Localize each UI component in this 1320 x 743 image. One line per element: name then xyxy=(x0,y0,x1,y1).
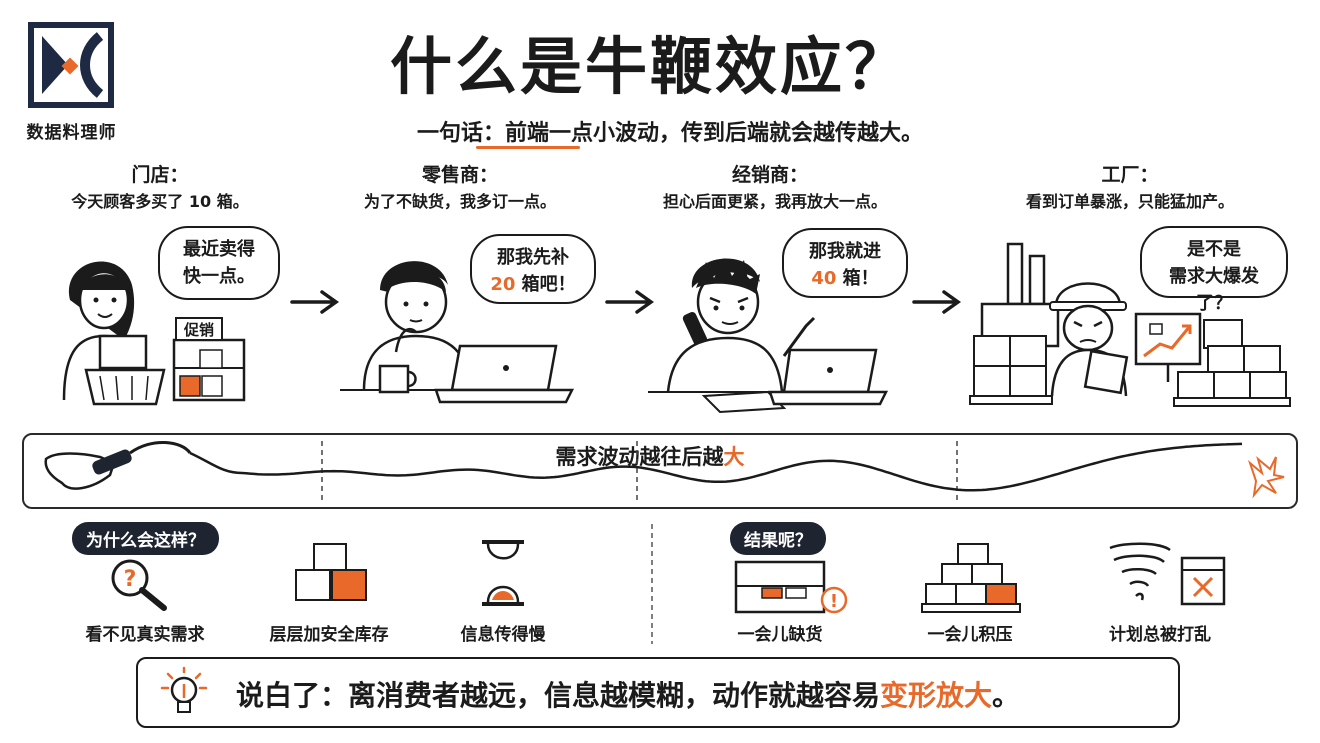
why-pill: 为什么会这样？ xyxy=(72,522,219,555)
wave-line xyxy=(189,442,1243,492)
store-bubble-line-1: 最近卖得 xyxy=(183,239,255,260)
result-item-3: 计划总被打乱 xyxy=(1109,625,1211,645)
factory-bubble-line-2: 需求大爆发了？ xyxy=(1169,266,1259,314)
empty-shelf-alert-icon: ! xyxy=(734,560,848,614)
stage-distributor-name: 经销商： xyxy=(731,164,808,186)
subtitle-highlight: 前端一点 xyxy=(504,121,593,146)
summary-emph: 变形放大 xyxy=(880,679,993,712)
stage-store-desc: 今天顾客多买了 10 箱。 xyxy=(71,192,249,211)
result-item-1: 一会儿缺货 xyxy=(737,625,823,645)
result-pill: 结果呢？ xyxy=(730,522,826,555)
store-speech-bubble: 最近卖得 快一点。 xyxy=(158,226,280,300)
why-item-1: 看不见真实需求 xyxy=(85,625,205,645)
wave-label-prefix: 需求波动越往后越 xyxy=(555,445,724,469)
store-bubble-line-2: 快一点。 xyxy=(183,266,255,287)
magnifier-question-icon: ? xyxy=(111,559,167,611)
factory-illustration xyxy=(969,242,1291,407)
stage-factory-name: 工厂： xyxy=(1101,164,1159,186)
stage-factory-desc: 看到订单暴涨，只能猛加产。 xyxy=(1025,192,1234,211)
why-item-3: 信息传得慢 xyxy=(460,625,546,645)
subtitle-prefix: 一句话： xyxy=(416,121,505,146)
distributor-speech-bubble: 那我就进 40 箱！ xyxy=(782,228,908,298)
summary-box xyxy=(136,657,1180,728)
retailer-bubble-line-1: 那我先补 xyxy=(497,247,569,268)
result-item-2: 一会儿积压 xyxy=(927,625,1013,645)
stage-distributor-desc: 担心后面更紧，我再放大一点。 xyxy=(662,192,887,211)
summary-suffix: 。 xyxy=(992,679,1021,712)
svg-text:!: ! xyxy=(830,591,838,612)
distributor-bubble-number: 40 xyxy=(811,268,837,289)
store-clerk-illustration: 促销 xyxy=(62,261,246,406)
distributor-bubble-tail: 箱！ xyxy=(836,268,879,289)
logo-mark xyxy=(28,22,114,108)
arrow-right-icon xyxy=(290,290,340,314)
wave-label: 需求波动越往后越大 xyxy=(500,441,800,471)
factory-bubble-line-1: 是不是 xyxy=(1187,239,1241,260)
arrow-right-icon xyxy=(605,290,655,314)
summary-prefix: 说白了：离消费者越远，信息越模糊，动作就越容易 xyxy=(236,679,881,712)
summary-text: 说白了：离消费者越远，信息越模糊，动作就越容易变形放大。 xyxy=(236,674,1166,714)
logo-text: 数据料理师 xyxy=(26,123,117,143)
section-divider xyxy=(651,524,653,644)
bullwhip-wave-panel xyxy=(22,433,1298,509)
stage-retailer-name: 零售商： xyxy=(421,164,498,186)
retailer-illustration xyxy=(340,261,575,404)
lightbulb-icon xyxy=(160,666,208,713)
retailer-bubble-tail: 箱吧！ xyxy=(515,274,576,295)
subtitle: 一句话：前端一点小波动，传到后端就会越传越大。 xyxy=(340,115,1000,147)
promo-sign-text: 促销 xyxy=(183,321,214,339)
retailer-bubble-number: 20 xyxy=(490,274,516,295)
factory-speech-bubble: 是不是 需求大爆发了？ xyxy=(1140,226,1288,314)
retailer-speech-bubble: 那我先补 20 箱吧！ xyxy=(470,234,596,304)
stage-store-name: 门店： xyxy=(131,164,189,186)
arrow-right-icon xyxy=(912,290,962,314)
whip-wave-graphic xyxy=(44,440,1285,501)
svg-text:?: ? xyxy=(124,567,137,592)
page-title: 什么是牛鞭效应？ xyxy=(389,30,910,103)
distributor-illustration xyxy=(648,258,889,414)
hourglass-icon xyxy=(482,540,524,606)
wave-label-emph: 大 xyxy=(723,445,745,469)
piled-boxes-icon xyxy=(921,543,1021,613)
stacked-boxes-icon xyxy=(295,543,367,601)
subtitle-underline xyxy=(476,146,580,149)
stage-retailer-desc: 为了不缺货，我多订一点。 xyxy=(363,192,556,211)
distributor-bubble-line-1: 那我就进 xyxy=(809,241,881,262)
why-item-2: 层层加安全库存 xyxy=(269,625,389,645)
subtitle-rest: 小波动，传到后端就会越传越大。 xyxy=(593,121,924,146)
tornado-calendar-icon xyxy=(1109,542,1226,606)
